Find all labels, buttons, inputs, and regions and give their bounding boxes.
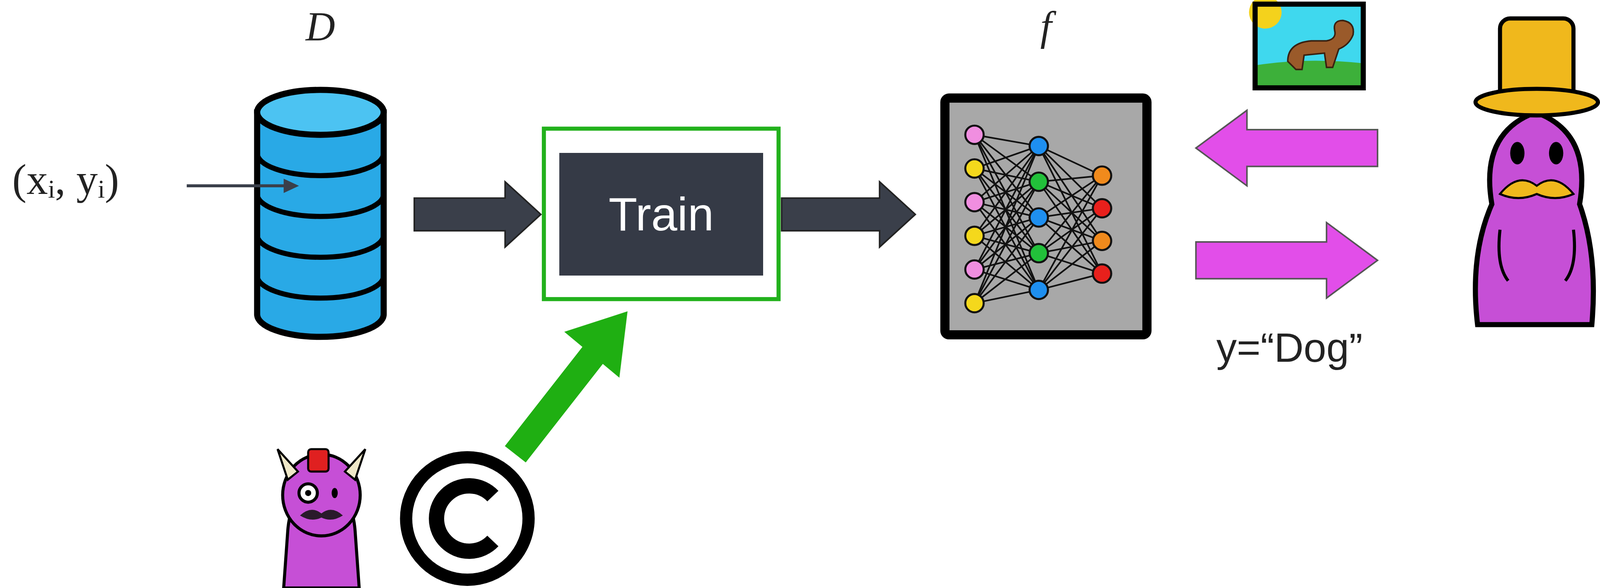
- database-cylinder-part: [257, 275, 384, 298]
- user-figure-part: [1500, 180, 1574, 199]
- network-graph: [965, 125, 1112, 313]
- user-figure-part: [1498, 229, 1509, 281]
- network-neuron: [965, 226, 984, 245]
- flow-arrow: [414, 181, 541, 248]
- attacker-figure-part: [308, 449, 329, 472]
- network-neuron: [1092, 198, 1112, 218]
- database-cylinder-part: [257, 234, 384, 258]
- network-neuron: [965, 260, 984, 279]
- network-neuron: [1029, 280, 1048, 299]
- network-neuron: [1029, 172, 1048, 191]
- network-neuron: [965, 125, 984, 144]
- network-neuron: [1092, 231, 1112, 250]
- database-cylinder-part: [257, 89, 384, 135]
- attacker-figure-part: [299, 509, 343, 520]
- leader-arrow-part: [186, 184, 286, 188]
- network-link: [1038, 181, 1103, 274]
- node-heading: D: [305, 4, 336, 49]
- user-figure: [1475, 18, 1598, 325]
- network-link: [1038, 240, 1103, 290]
- leader-arrow: [186, 178, 300, 193]
- user-figure-part: [1475, 112, 1594, 325]
- attacker-figure-part: [277, 449, 298, 480]
- flow-arrow: [781, 181, 916, 248]
- user-figure-part: [1565, 229, 1575, 281]
- process-box: Train: [559, 152, 764, 276]
- node-label: Train: [608, 188, 714, 241]
- model-node: f: [933, 4, 1159, 337]
- query-arrow-part: [1196, 110, 1378, 186]
- attacker-figure-part: [344, 449, 365, 480]
- response-arrow-part: [1196, 222, 1378, 298]
- network-neuron: [1029, 208, 1048, 227]
- network-link: [974, 253, 1039, 304]
- attacker-figure-part: [331, 487, 338, 498]
- attack-arrow-part: [564, 311, 628, 378]
- dog-picture-part: [1255, 4, 1364, 88]
- dog-picture-part: [1287, 20, 1354, 70]
- network-neuron: [1092, 264, 1112, 283]
- network-neuron: [1029, 244, 1048, 263]
- network-neuron: [1029, 136, 1048, 155]
- query-arrow: [1196, 110, 1378, 186]
- attacker-figure-part: [304, 489, 312, 496]
- network-neuron: [1092, 166, 1112, 185]
- attacker-figure: [277, 449, 366, 588]
- network-neuron: [965, 294, 984, 313]
- highlight-frame-part: [543, 128, 779, 299]
- leader-arrow-part: [283, 178, 300, 193]
- network-link: [974, 145, 1039, 236]
- network-box-part: [945, 98, 1148, 335]
- attack-arrow: [515, 311, 628, 455]
- user-figure-part: [1475, 88, 1599, 116]
- user-figure-part: [1549, 142, 1564, 165]
- database-cylinder: [257, 89, 384, 337]
- pair-label: (xᵢ, yᵢ): [12, 154, 120, 204]
- network-box: [945, 98, 1148, 335]
- database-cylinder-part: [257, 193, 384, 217]
- highlight-frame: [543, 128, 779, 299]
- attack-arrow-part: [515, 350, 597, 455]
- database-cylinder-part: [257, 112, 384, 337]
- attacker-figure-part: [299, 483, 318, 503]
- output-label: y=“Dog”: [1216, 324, 1363, 372]
- network-neuron: [965, 159, 984, 178]
- database-node: D: [244, 4, 397, 337]
- copyright-symbol-part: [406, 457, 529, 581]
- network-neuron: [965, 193, 984, 212]
- database-cylinder-part: [257, 153, 384, 176]
- response-arrow: [1196, 222, 1378, 298]
- copyright-symbol: [406, 457, 529, 581]
- copyright-symbol-part: [436, 485, 494, 552]
- node-heading: f: [1040, 4, 1052, 49]
- dog-picture: [1249, 0, 1364, 88]
- user-figure-part: [1510, 142, 1525, 165]
- dog-picture-part: [1255, 60, 1364, 88]
